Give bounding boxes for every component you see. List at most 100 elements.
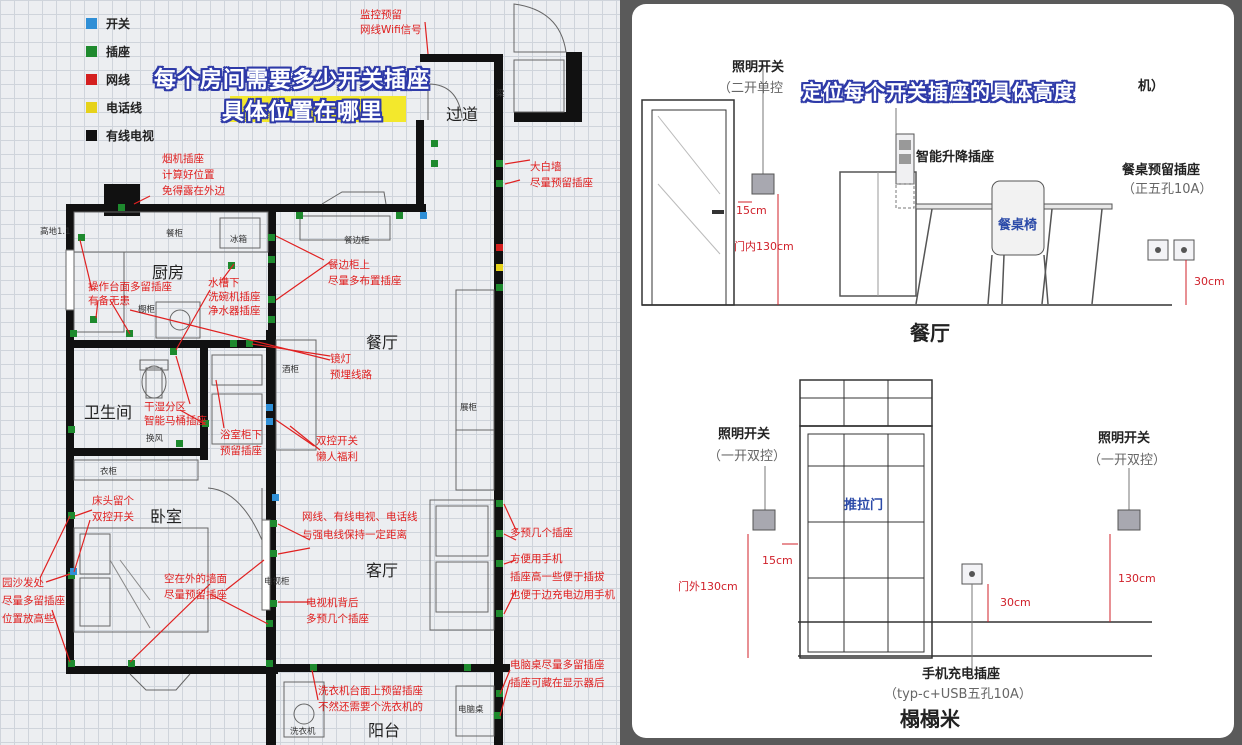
legend-swatch-phone	[86, 102, 97, 113]
note-bedhead-1: 床头留个	[92, 494, 134, 507]
note-tv-wall-1: 网线、有线电视、电话线	[302, 510, 418, 523]
room-label-bedroom: 卧室	[150, 507, 182, 526]
note-bath-heater-1: 浴室柜下	[220, 428, 262, 441]
entry-door-arc	[513, 3, 567, 53]
note-sideboard-2: 尽量多布置插座	[328, 274, 402, 287]
corridor-door-arc	[427, 83, 463, 120]
legend-label-network: 网线	[106, 72, 130, 87]
kitchen-window	[321, 191, 387, 205]
annotation-arrows	[39, 21, 531, 717]
fixture-exhaust: 换风	[146, 433, 164, 444]
room-label-kitchen: 厨房	[152, 263, 184, 282]
fixture-sink-cabinet: 橱柜	[138, 304, 156, 315]
note-bedhead-2: 双控开关	[92, 510, 134, 523]
note-bed-wall-2: 尽量预留插座	[164, 588, 227, 601]
sliding-door-label: 推拉门	[844, 497, 883, 513]
tatami-switch-right-sub: （一开双控）	[1088, 453, 1166, 468]
legend-swatch-tv	[86, 130, 97, 141]
tatami-switch-left-sub: （一开双控）	[708, 449, 786, 464]
furniture	[73, 59, 565, 738]
network-marker	[496, 244, 503, 251]
fixture-dining-wall-cabinet: 酒柜	[282, 364, 300, 375]
fixture-fridge: 冰箱	[230, 234, 248, 245]
walls	[66, 52, 582, 745]
fixture-beam: 梁	[496, 89, 505, 99]
left-banner-highlight	[230, 96, 406, 122]
fixture-sideboard: 餐边柜	[344, 235, 370, 246]
dining-chairs-label: 餐桌椅	[997, 217, 1037, 233]
note-washer-1: 洗衣机台面上预留插座	[318, 684, 423, 697]
kitchen-window-left	[65, 249, 75, 311]
smart-lift-socket-label: 智能升降插座	[916, 149, 994, 165]
room-label-bathroom: 卫生间	[84, 403, 132, 422]
fixture-desk: 电脑桌	[458, 704, 484, 715]
tatami-switch-right-label: 照明开关	[1098, 430, 1150, 446]
floor-plan: 开关 插座 网线 电话线 有线电视	[2, 3, 615, 745]
note-counter-1: 操作台面多留插座	[88, 280, 172, 293]
tatami-switch-left	[752, 509, 776, 531]
socket-markers	[68, 140, 503, 719]
phone-marker	[496, 264, 503, 271]
dining-dim-30: 30cm	[1194, 275, 1225, 288]
dining-chair	[991, 180, 1045, 256]
note-double-switch-2: 懒人福利	[316, 450, 358, 463]
note-washer-2: 不然还需要个洗衣机的	[318, 700, 423, 713]
room-label-corridor: 过道	[446, 105, 478, 124]
bedroom-window	[129, 673, 191, 691]
legend-swatch-socket	[86, 46, 97, 57]
note-range-hood-2: 计算好位置	[162, 168, 215, 181]
note-living-more-3: 插座高一些便于插拔	[510, 570, 605, 583]
tv-cabinet-shape	[261, 519, 271, 611]
sliding-door	[799, 425, 933, 659]
legend-label-phone: 电话线	[106, 100, 142, 115]
dining-light-switch-sub: （二开单控	[718, 81, 783, 96]
left-banner-line1: 每个房间需要多少开关插座	[154, 68, 431, 93]
note-double-switch-1: 双控开关	[316, 434, 358, 447]
tatami-dim-30: 30cm	[1000, 596, 1031, 609]
note-living-more-1: 多预几个插座	[510, 526, 573, 539]
tatami-top-cabinet	[799, 379, 933, 427]
tatami-dim-130-right: 130cm	[1118, 572, 1156, 585]
tatami-title: 榻榻米	[900, 707, 961, 731]
room-label-balcony: 阳台	[368, 721, 400, 740]
dining-light-switch-label: 照明开关	[732, 59, 784, 75]
note-bath-heater-2: 预留插座	[220, 444, 262, 457]
note-living-more-4: 也便于边充电边用手机	[510, 588, 615, 601]
note-desk-2: 插座可藏在显示器后	[510, 676, 605, 689]
legend: 开关 插座 网线 电话线 有线电视	[86, 16, 154, 143]
dining-dim-130: 门内130cm	[734, 239, 794, 253]
fixture-living-cabinet: 展柜	[460, 402, 478, 413]
legend-swatch-network	[86, 74, 97, 85]
dining-dim-15: 15cm	[736, 204, 767, 217]
tatami-elevation: 推拉门 照明开关 （一开双控） 15cm 门外130cm 30cm 手机充电插座…	[678, 379, 1166, 731]
dining-reserve-socket-sub: （正五孔10A）	[1122, 182, 1212, 197]
dining-reserve-socket-label: 餐桌预留插座	[1121, 162, 1200, 178]
note-toilet-1: 干湿分区	[144, 401, 186, 413]
note-sideboard-1: 餐边柜上	[328, 258, 370, 271]
legend-swatch-switch	[86, 18, 97, 29]
legend-label-socket: 插座	[106, 44, 130, 59]
note-monitor-2: 网线Wifi信号	[360, 23, 422, 36]
note-big-wall-1: 大白墙	[530, 160, 562, 173]
dining-title: 餐厅	[910, 321, 950, 345]
note-living-more-2: 方便用手机	[510, 552, 563, 565]
note-big-wall-2: 尽量预留插座	[530, 176, 593, 189]
note-bed-wall-1: 空在外的墙面	[164, 572, 227, 585]
elevation-drawings: 照明开关 （二开单控 机） 15cm 门内130cm 智能升降插座 餐桌椅	[641, 59, 1225, 731]
note-toilet-2: 智能马桶插座	[144, 414, 207, 427]
bedroom-door-arc	[207, 487, 263, 541]
note-sink-under-1: 水槽下	[208, 277, 240, 289]
tatami-switch-left-label: 照明开关	[718, 426, 770, 442]
note-range-hood-1: 烟机插座	[162, 152, 204, 165]
phone-socket-label: 手机充电插座	[922, 666, 1000, 682]
note-tv-back-2: 多预几个插座	[306, 612, 369, 625]
note-desk-1: 电脑桌尽量多留插座	[510, 658, 605, 671]
door-handle	[712, 210, 724, 214]
sink-basin	[169, 309, 191, 331]
dining-light-switch	[751, 173, 775, 195]
note-sofa-side-2: 尽量多留插座	[2, 594, 65, 607]
note-range-hood-3: 免得露在外边	[162, 184, 225, 197]
washer-drum	[293, 703, 315, 725]
fixture-washer: 洗衣机	[290, 726, 316, 737]
note-sofa-side-1: 园沙发处	[2, 576, 44, 589]
